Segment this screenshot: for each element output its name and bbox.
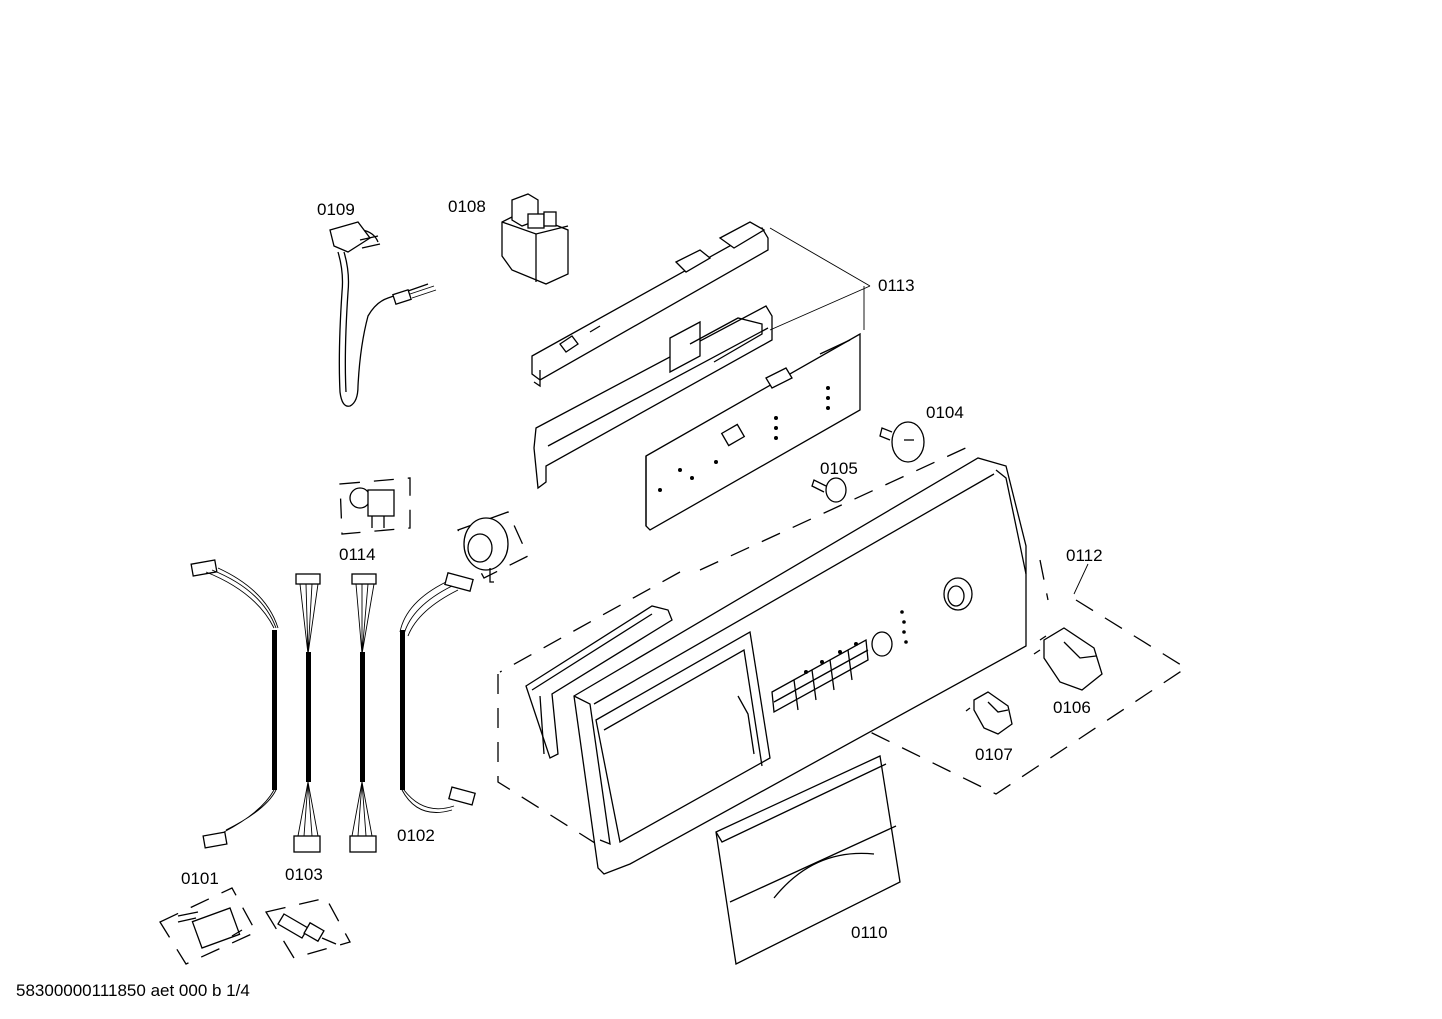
label-0101: 0101: [181, 869, 219, 888]
label-0106: 0106: [1053, 698, 1091, 717]
part-0102-wire-harness: [399, 572, 476, 813]
label-0107: 0107: [975, 745, 1013, 764]
label-0109: 0109: [317, 200, 355, 219]
part-0109-power-cord: [329, 221, 437, 407]
part-0114-pressure-switch: [339, 477, 411, 535]
label-0114: 0114: [339, 545, 376, 564]
part-0106-knob: [1033, 627, 1103, 691]
part-control-panel-fascia: [573, 457, 1027, 875]
part-0104-knob-axle: [879, 421, 925, 463]
label-0110: 0110: [851, 923, 888, 942]
label-0113: 0113: [878, 276, 915, 295]
drawing-reference: 58300000111850 aet 000 b 1/4: [16, 981, 250, 1000]
part-0107-knob: [965, 691, 1013, 735]
part-door-seal: [525, 605, 673, 759]
part-0103-sensor: [264, 897, 351, 959]
label-0103: 0103: [285, 865, 323, 884]
part-0105-shaft: [811, 477, 847, 503]
part-0101-wire-harness: [190, 559, 279, 849]
label-0112: 0112: [1066, 546, 1103, 565]
part-pressure-sensor: [457, 511, 529, 583]
part-0110-dispenser-handle: [715, 755, 901, 965]
label-0104: 0104: [926, 403, 964, 422]
part-0113-control-module: [531, 221, 871, 531]
part-0101-door-lock: [159, 887, 257, 965]
part-0112-panel-outline: [497, 445, 1188, 861]
label-0108: 0108: [448, 197, 486, 216]
label-0102: 0102: [397, 826, 435, 845]
label-0105: 0105: [820, 459, 858, 478]
part-0108-filter: [501, 193, 569, 285]
part-0103-wire-harness: [293, 573, 377, 853]
